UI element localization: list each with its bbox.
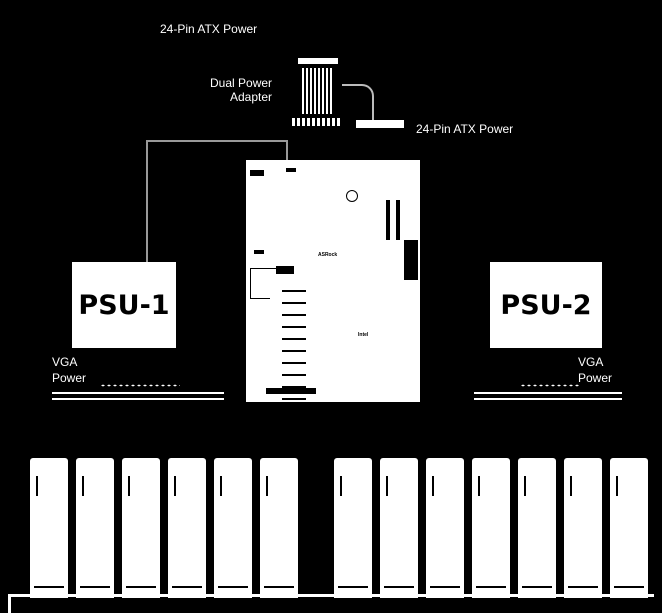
riser-base-rail [8, 594, 654, 597]
gpu-card [76, 458, 114, 598]
vga-power-right-label: VGA Power [578, 355, 613, 385]
gpu-card [380, 458, 418, 598]
atx-connector-right [356, 120, 404, 128]
dual-power-adapter-icon [292, 58, 342, 128]
psu-2-label: PSU-2 [500, 289, 592, 321]
gpu-card [426, 458, 464, 598]
gpu-card [518, 458, 556, 598]
gpu-card [472, 458, 510, 598]
gpu-card [564, 458, 602, 598]
vga-rail-left-top [52, 392, 224, 394]
atx-power-top-label: 24-Pin ATX Power [160, 22, 258, 36]
psu-1-label: PSU-1 [78, 289, 170, 321]
gpu-card [260, 458, 298, 598]
board-chip-label: Intel [358, 332, 369, 338]
dual-power-adapter-label: Dual Power Adapter [210, 76, 273, 104]
board-brand-label: ASRock [318, 252, 338, 258]
vga-pins-right [520, 384, 580, 387]
gpu-card [122, 458, 160, 598]
gpu-card [30, 458, 68, 598]
psu1-cable-drop [286, 140, 288, 166]
vga-power-left-label: VGA Power [52, 355, 87, 385]
psu-1-box: PSU-1 [72, 262, 176, 348]
riser-base-left-edge [8, 594, 11, 613]
vga-pins-left [100, 384, 180, 387]
motherboard: ASRock Intel [246, 160, 420, 402]
vga-rail-left-bottom [52, 398, 224, 400]
vga-rail-right-bottom [474, 398, 622, 400]
gpu-card [610, 458, 648, 598]
gpu-card [168, 458, 206, 598]
gpu-card [334, 458, 372, 598]
psu1-cable [146, 140, 288, 264]
atx-power-right-label: 24-Pin ATX Power [416, 122, 514, 136]
adapter-cable [342, 84, 374, 122]
psu-2-box: PSU-2 [490, 262, 602, 348]
gpu-card [214, 458, 252, 598]
vga-rail-right-top [474, 392, 622, 394]
